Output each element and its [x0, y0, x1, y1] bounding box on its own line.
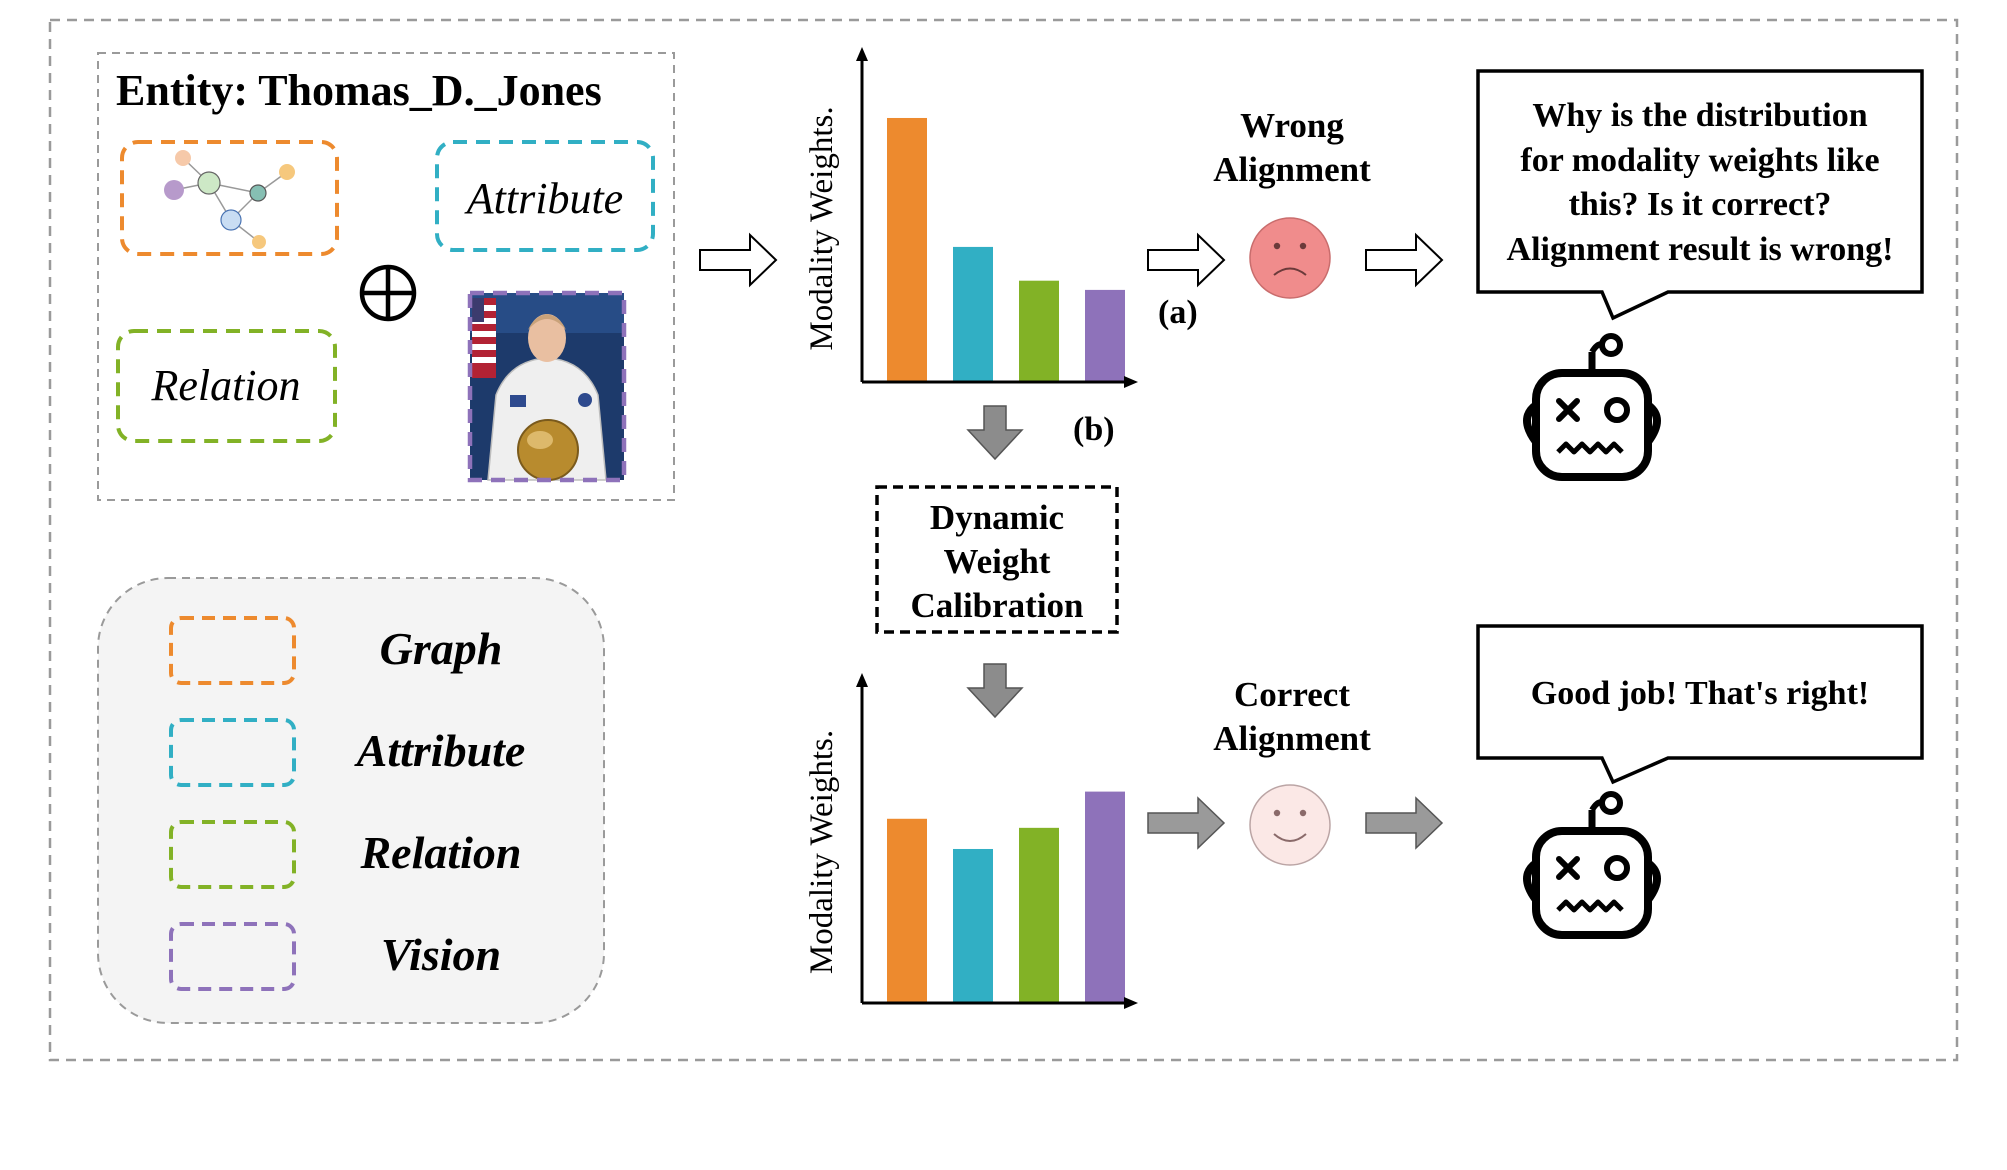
bubble-top-line-4: Alignment result is wrong! — [1507, 231, 1894, 268]
bar-relation — [1019, 280, 1059, 382]
bar-vision — [1085, 791, 1125, 1003]
calibration-line-1: Dynamic — [930, 498, 1064, 537]
robot-icon-bottom — [1523, 791, 1661, 939]
bubble-top-line-1: Why is the distribution — [1532, 97, 1867, 134]
calibration-line-3: Calibration — [910, 586, 1083, 625]
graph-box — [120, 140, 339, 256]
legend-label-attribute: Attribute — [354, 725, 526, 776]
label-b: (b) — [1073, 411, 1115, 448]
legend-swatch-vision — [169, 922, 296, 991]
oplus-icon — [359, 264, 417, 322]
attribute-box — [435, 140, 655, 252]
entity-title: Entity: Thomas_D._Jones — [116, 66, 602, 115]
speech-bubble-bottom — [1476, 624, 1924, 785]
bar-graph — [887, 818, 927, 1003]
robot-icon-top — [1523, 333, 1661, 481]
legend-label-graph: Graph — [380, 623, 503, 674]
chart-top: Modality Weights. — [804, 47, 1138, 388]
arrow-down-b — [966, 405, 1024, 461]
bar-vision — [1085, 289, 1125, 382]
legend-label-relation: Relation — [359, 827, 521, 878]
outer-frame — [48, 18, 1959, 1062]
graph-network-icon — [164, 150, 295, 249]
arrow-chart-to-wrong — [1147, 232, 1226, 288]
chart-bottom: Modality Weights. — [804, 673, 1138, 1009]
y-axis-arrowhead — [856, 47, 868, 61]
astronaut-photo — [470, 293, 624, 481]
attribute-label: Attribute — [464, 174, 623, 223]
wrong-line-1: Wrong — [1240, 106, 1344, 145]
bubble-top-line-3: this? Is it correct? — [1569, 186, 1832, 223]
bar-relation — [1019, 827, 1059, 1003]
sad-face-icon — [1249, 217, 1331, 299]
arrow-chart-to-correct — [1147, 796, 1226, 850]
happy-face-icon — [1249, 784, 1331, 866]
relation-box — [116, 329, 337, 443]
legend-swatch-graph — [169, 616, 296, 685]
arrow-correct-to-bubble — [1365, 796, 1444, 850]
y-axis-label: Modality Weights. — [804, 730, 840, 974]
calibration-line-2: Weight — [944, 542, 1051, 581]
legend-panel — [97, 577, 605, 1024]
entity-panel — [97, 52, 675, 501]
y-axis-label: Modality Weights. — [804, 106, 840, 350]
y-axis-arrowhead — [856, 673, 868, 687]
x-axis-arrowhead — [1124, 997, 1138, 1009]
correct-line-1: Correct — [1234, 675, 1350, 714]
x-axis-arrowhead — [1124, 376, 1138, 388]
label-a: (a) — [1158, 294, 1198, 331]
bar-graph — [887, 117, 927, 382]
bar-attribute — [953, 848, 993, 1003]
bar-attribute — [953, 246, 993, 382]
vision-box — [467, 290, 627, 483]
relation-label: Relation — [150, 361, 300, 410]
legend-swatch-relation — [169, 820, 296, 889]
wrong-line-2: Alignment — [1213, 150, 1371, 189]
legend-swatch-attribute — [169, 718, 296, 787]
arrow-wrong-to-bubble — [1365, 232, 1444, 288]
bubble-top-line-2: for modality weights like — [1520, 142, 1879, 179]
arrow-entity-to-chart — [699, 232, 778, 288]
arrow-down-calibration — [966, 663, 1024, 719]
speech-bubble-top — [1476, 69, 1924, 321]
calibration-box — [875, 485, 1119, 634]
correct-line-2: Alignment — [1213, 719, 1371, 758]
legend-label-vision: Vision — [381, 929, 501, 980]
bubble-bottom-line-1: Good job! That's right! — [1531, 675, 1869, 712]
